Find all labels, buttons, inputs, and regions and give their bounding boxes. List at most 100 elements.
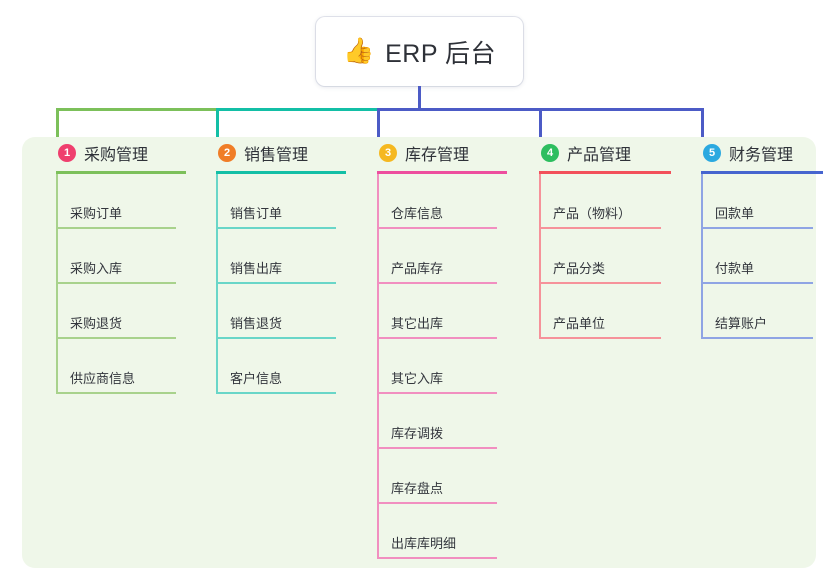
branch-spine <box>56 174 58 394</box>
leaf-item[interactable]: 产品（物料） <box>539 174 661 229</box>
leaf-item[interactable]: 采购订单 <box>56 174 176 229</box>
branch-header-5[interactable]: 5 财务管理 <box>687 137 827 169</box>
leaf-label: 采购入库 <box>70 261 123 276</box>
leaf-item[interactable]: 销售出库 <box>216 229 336 284</box>
bus-segment-4 <box>539 108 703 111</box>
leaf-item[interactable]: 采购入库 <box>56 229 176 284</box>
leaf-item[interactable]: 客户信息 <box>216 339 336 394</box>
branch-3[interactable]: 3 库存管理仓库信息产品库存其它出库其它入库库存调拨库存盘点出库库明细 <box>363 137 511 559</box>
leaf-item[interactable]: 其它出库 <box>377 284 497 339</box>
leaf-underline <box>377 557 497 559</box>
leaf-underline <box>377 447 497 449</box>
leaf-label: 采购退货 <box>70 316 123 331</box>
leaf-item[interactable]: 仓库信息 <box>377 174 497 229</box>
branch-drop-5 <box>701 108 704 141</box>
bus-segment-3 <box>377 108 541 111</box>
leaf-label: 产品单位 <box>553 316 606 331</box>
leaf-underline <box>216 337 336 339</box>
leaf-item[interactable]: 结算账户 <box>701 284 813 339</box>
leaf-underline <box>216 392 336 394</box>
branch-5[interactable]: 5 财务管理回款单付款单结算账户 <box>687 137 827 339</box>
leaf-label: 产品库存 <box>391 261 444 276</box>
leaf-item[interactable]: 出库库明细 <box>377 504 497 559</box>
leaf-label: 结算账户 <box>715 316 768 331</box>
leaf-underline <box>377 337 497 339</box>
leaf-underline <box>539 337 661 339</box>
bus-segment-1 <box>56 108 218 111</box>
branches-panel <box>22 137 816 568</box>
branch-label: 库存管理 <box>405 147 470 164</box>
bus-segment-2 <box>216 108 379 111</box>
leaf-underline <box>216 227 336 229</box>
leaf-label: 其它出库 <box>391 316 444 331</box>
leaf-underline <box>701 227 813 229</box>
leaf-item[interactable]: 产品分类 <box>539 229 661 284</box>
leaf-label: 客户信息 <box>230 371 283 386</box>
leaf-label: 其它入库 <box>391 371 444 386</box>
root-node[interactable]: 👍 ERP 后台 <box>316 17 523 86</box>
leaf-item[interactable]: 库存盘点 <box>377 449 497 504</box>
leaf-item[interactable]: 其它入库 <box>377 339 497 394</box>
branch-underline <box>377 171 507 174</box>
leaf-underline <box>56 392 176 394</box>
branch-drop-2 <box>216 108 219 141</box>
branch-spine <box>539 174 541 339</box>
branch-label: 产品管理 <box>567 147 632 164</box>
branch-underline <box>216 171 346 174</box>
leaf-item[interactable]: 采购退货 <box>56 284 176 339</box>
leaf-item[interactable]: 销售退货 <box>216 284 336 339</box>
leaf-item[interactable]: 回款单 <box>701 174 813 229</box>
leaf-item[interactable]: 供应商信息 <box>56 339 176 394</box>
branch-underline <box>56 171 186 174</box>
leaf-item[interactable]: 库存调拨 <box>377 394 497 449</box>
leaf-label: 采购订单 <box>70 206 123 221</box>
leaf-underline <box>701 282 813 284</box>
page-title: ERP 后台 <box>385 39 497 68</box>
leaf-item[interactable]: 产品库存 <box>377 229 497 284</box>
leaf-underline <box>377 282 497 284</box>
leaf-item[interactable]: 付款单 <box>701 229 813 284</box>
leaf-label: 销售出库 <box>230 261 283 276</box>
leaf-item[interactable]: 销售订单 <box>216 174 336 229</box>
leaf-underline <box>377 502 497 504</box>
branch-label: 财务管理 <box>729 147 794 164</box>
leaf-underline <box>377 227 497 229</box>
leaf-label: 库存盘点 <box>391 481 444 496</box>
leaf-underline <box>539 227 661 229</box>
branch-underline <box>701 171 823 174</box>
branch-drop-3 <box>377 108 380 141</box>
leaf-label: 销售退货 <box>230 316 283 331</box>
branch-underline <box>539 171 671 174</box>
leaf-label: 供应商信息 <box>70 371 136 386</box>
branch-number-badge: 5 <box>703 144 721 162</box>
branch-label: 销售管理 <box>244 147 309 164</box>
leaf-label: 仓库信息 <box>391 206 444 221</box>
branch-drop-1 <box>56 108 59 141</box>
leaf-underline <box>539 282 661 284</box>
leaf-item[interactable]: 产品单位 <box>539 284 661 339</box>
leaf-label: 回款单 <box>715 206 755 221</box>
leaf-underline <box>56 282 176 284</box>
branch-number-badge: 1 <box>58 144 76 162</box>
leaf-underline <box>701 337 813 339</box>
leaf-label: 付款单 <box>715 261 755 276</box>
branch-number-badge: 3 <box>379 144 397 162</box>
branch-drop-4 <box>539 108 542 141</box>
leaf-label: 产品（物料） <box>553 206 632 221</box>
leaf-label: 产品分类 <box>553 261 606 276</box>
leaf-underline <box>56 337 176 339</box>
leaf-underline <box>216 282 336 284</box>
branch-header-3[interactable]: 3 库存管理 <box>363 137 511 169</box>
leaf-label: 出库库明细 <box>391 536 457 551</box>
branch-spine <box>216 174 218 394</box>
leaf-underline <box>56 227 176 229</box>
branch-spine <box>701 174 703 339</box>
root-trunk-connector <box>418 86 421 110</box>
